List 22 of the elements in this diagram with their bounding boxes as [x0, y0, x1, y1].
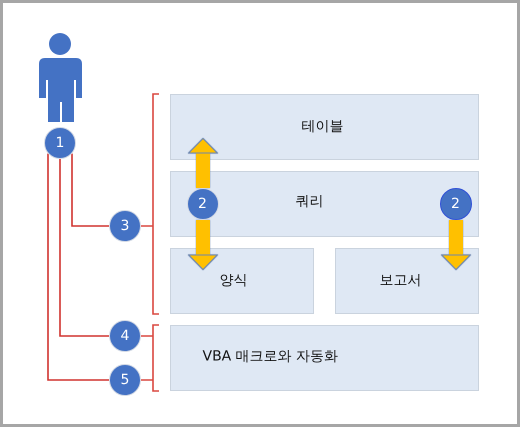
- callout-number: 2: [186, 188, 218, 220]
- callout-number: 3: [109, 210, 141, 242]
- connector-line: [47, 154, 109, 381]
- component-box: [170, 171, 479, 237]
- connector-line: [59, 159, 109, 337]
- component-label: 보고서: [380, 272, 422, 289]
- component-label: 양식: [220, 272, 248, 289]
- component-box: [335, 248, 479, 314]
- component-box: [170, 248, 314, 314]
- callout-number: 5: [109, 364, 141, 396]
- callout-number: 1: [44, 127, 76, 159]
- component-box: [170, 94, 479, 160]
- arrow: [441, 220, 471, 270]
- component-label: VBA 매크로와 자동화: [202, 348, 338, 365]
- arrow: [188, 220, 218, 270]
- callout-number: 2: [440, 188, 472, 220]
- arrow: [188, 138, 218, 188]
- component-box: [170, 325, 479, 391]
- callout-number: 4: [109, 320, 141, 352]
- component-label: 테이블: [302, 118, 344, 135]
- connector-line: [71, 154, 109, 227]
- component-label: 쿼리: [296, 193, 324, 210]
